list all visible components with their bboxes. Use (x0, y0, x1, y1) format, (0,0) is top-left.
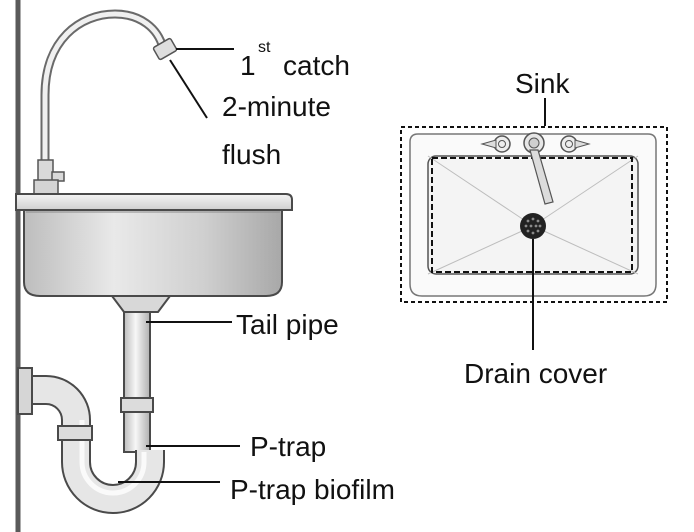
p-trap (17, 367, 165, 514)
tail-pipe-coupling (120, 397, 154, 413)
left-handle-lever (480, 139, 497, 149)
faucet-tip (152, 37, 178, 61)
sink-top-view (400, 98, 668, 350)
faucet-base (33, 179, 59, 195)
leader-lines (118, 48, 240, 483)
wall-flange (17, 367, 33, 415)
drain-body (110, 295, 172, 313)
label-tail-pipe: Tail pipe (236, 309, 339, 340)
label-drain-cover: Drain cover (464, 358, 607, 389)
label-first-catch-text: catch (283, 50, 350, 81)
drain-cover-circle (520, 213, 546, 239)
faucet (33, 9, 178, 195)
label-first-catch-superscript: st (258, 39, 271, 56)
wall (0, 0, 20, 532)
label-p-trap-biofilm: P-trap biofilm (230, 474, 395, 505)
right-handle-lever (574, 139, 591, 149)
faucet-neck (37, 159, 54, 183)
label-sink: Sink (515, 68, 570, 99)
spout (529, 149, 554, 205)
label-first-catch-number: 1 (240, 50, 256, 81)
leader-flush (169, 59, 208, 119)
basin (15, 193, 293, 297)
label-flush-line1: 2-minute (222, 91, 331, 122)
tail-pipe (123, 311, 151, 453)
label-flush-line2: flush (222, 139, 281, 170)
p-trap-coupling (57, 425, 93, 441)
label-p-trap: P-trap (250, 431, 326, 462)
